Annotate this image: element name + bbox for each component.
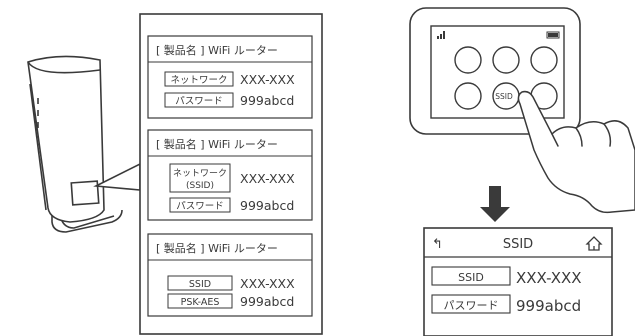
- card-2-title: [ 製品名 ] WiFi ルーター: [156, 137, 278, 151]
- router-illustration: [27, 55, 123, 233]
- card-3-row-1-value: XXX-XXX: [240, 276, 295, 291]
- card-1-row-1-value: XXX-XXX: [240, 72, 295, 87]
- tablet-illustration: SSID: [409, 7, 581, 135]
- down-arrow-icon: [480, 186, 510, 222]
- app-icon[interactable]: [454, 82, 482, 110]
- card-1-row-1-label: ネットワーク: [170, 75, 227, 86]
- card-2-row-2-label: パスワード: [176, 201, 224, 212]
- card-3-row-1-label: SSID: [189, 279, 211, 290]
- battery-icon: [546, 31, 560, 39]
- card-2-row-1-value: XXX-XXX: [240, 171, 295, 186]
- card-1-row-2-value: 999abcd: [240, 93, 294, 108]
- label-card-2: [ 製品名 ] WiFi ルーター ネットワーク (SSID) XXX-XXX …: [147, 129, 313, 221]
- card-3-row-2-label: PSK-AES: [181, 297, 220, 308]
- card-1-row-2-label: パスワード: [175, 96, 223, 107]
- hand-illustration: [517, 90, 635, 214]
- home-icon[interactable]: [585, 236, 603, 251]
- card-2-row-1-label-line1: ネットワーク: [173, 168, 227, 179]
- ssid-screen: ↰ SSID SSID XXX-XXX パスワード 999abcd: [423, 227, 613, 336]
- ssid-app-label: SSID: [495, 92, 513, 101]
- screen-title: SSID: [503, 237, 533, 252]
- signal-icon: [437, 31, 445, 39]
- card-3-title: [ 製品名 ] WiFi ルーター: [156, 241, 278, 255]
- label-card-3: [ 製品名 ] WiFi ルーター SSID XXX-XXX PSK-AES 9…: [147, 233, 313, 317]
- app-icon[interactable]: [454, 46, 482, 74]
- back-icon[interactable]: ↰: [432, 237, 443, 252]
- card-1-title: [ 製品名 ] WiFi ルーター: [156, 43, 278, 57]
- screen-row-2-value: 999abcd: [516, 297, 581, 315]
- screen-row-1-label: SSID: [458, 271, 484, 284]
- label-card-1: [ 製品名 ] WiFi ルーター ネットワーク XXX-XXX パスワード 9…: [147, 35, 313, 119]
- card-2-row-2-value: 999abcd: [240, 198, 294, 213]
- card-2-row-1-label-line2: (SSID): [186, 181, 214, 191]
- card-3-row-2-value: 999abcd: [240, 294, 294, 309]
- app-icon[interactable]: [530, 46, 558, 74]
- screen-row-2-label: パスワード: [444, 299, 499, 312]
- screen-row-1-value: XXX-XXX: [516, 269, 582, 287]
- app-icon[interactable]: [492, 46, 520, 74]
